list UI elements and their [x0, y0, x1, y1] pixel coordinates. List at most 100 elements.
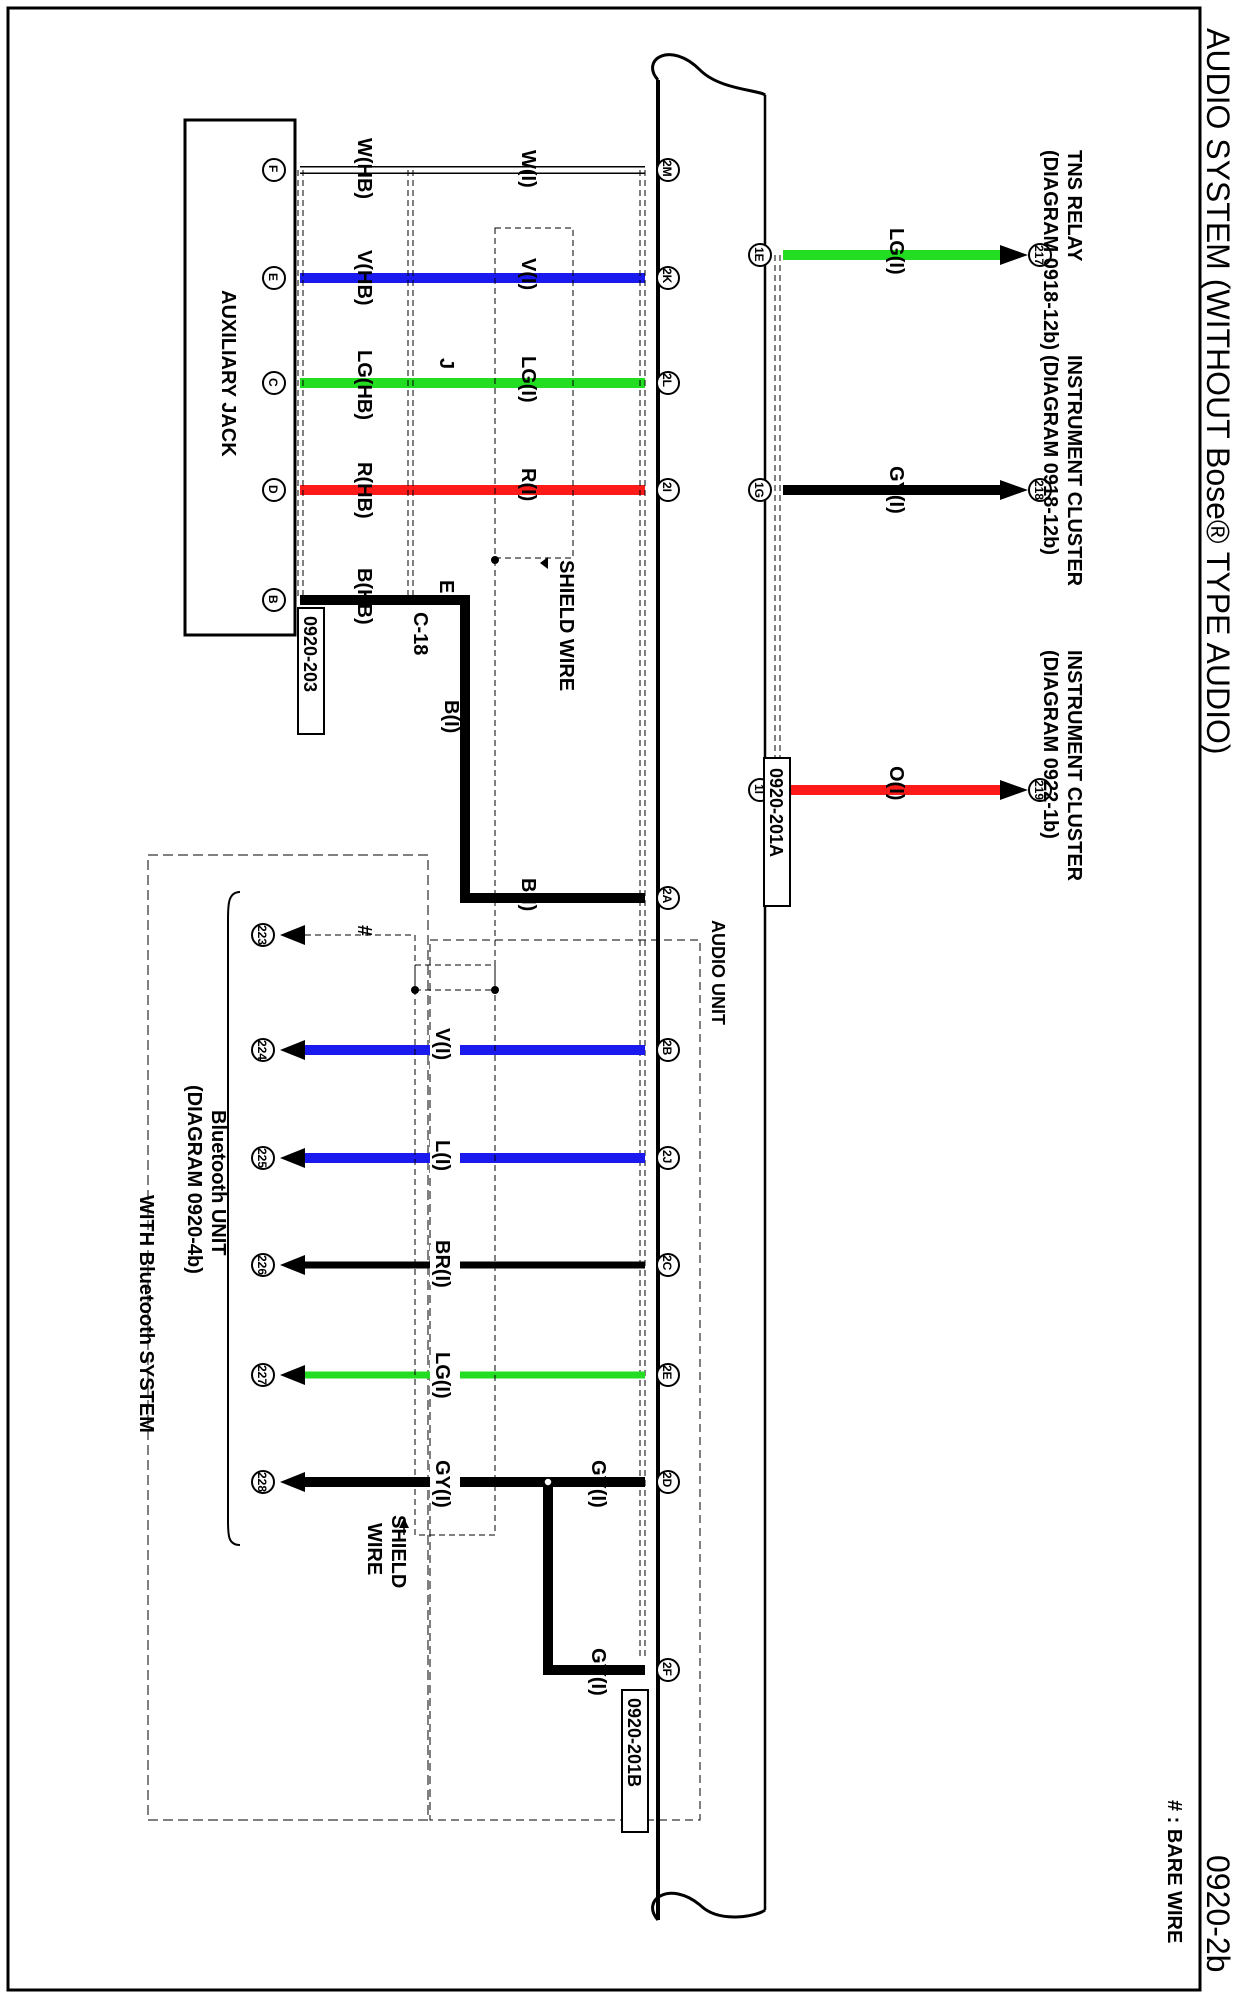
- gap-2d: [430, 1462, 460, 1502]
- connector-201b-box: [621, 1689, 649, 1833]
- ref-217-diagram: (DIAGRAM 0918-12b): [1039, 150, 1061, 350]
- pin-2f: [656, 1658, 680, 1682]
- wire-label-v-2k: V(I): [517, 258, 539, 290]
- pin-2k: [656, 266, 680, 290]
- wire-label-gy-bt: GY(I): [431, 1460, 453, 1508]
- connector-203-box: [297, 607, 325, 735]
- shield-junction-top: [491, 556, 499, 564]
- gap-2b: [430, 1030, 460, 1070]
- bare-mark: #: [353, 925, 375, 936]
- ref-218-name: INSTRUMENT CLUSTER: [1063, 355, 1085, 587]
- shield-wire-top-label: SHIELD WIRE: [555, 560, 577, 691]
- shield-wire-box-top: [494, 227, 574, 559]
- pin-1g: [748, 478, 772, 502]
- pin-2i-label: 2I: [660, 482, 674, 492]
- pin-2a: [656, 886, 680, 910]
- wire-label-v-hb: V(HB): [353, 250, 375, 306]
- ref-pin-219: [1028, 778, 1052, 802]
- jack-pin-d: [262, 478, 286, 502]
- bus-top-wave: [651, 53, 767, 97]
- pin-2m: [656, 158, 680, 182]
- bt-pin-224: [251, 1038, 275, 1062]
- shield-wire-bottom-label-2: WIRE: [363, 1523, 385, 1575]
- page-code: 0920-2b: [1200, 1855, 1236, 1972]
- shield-wire-bottom-label-1: SHIELD: [387, 1515, 409, 1588]
- bt-pin-226: [251, 1253, 275, 1277]
- arrow-217-icon: [1000, 245, 1028, 265]
- pin-1e: [748, 243, 772, 267]
- wire-label-lg-hb: LG(HB): [353, 350, 375, 420]
- pin-2j-label: 2J: [660, 1150, 674, 1163]
- pin-2c-label: 2C: [660, 1255, 674, 1271]
- wire-label-br-2c: BR(I): [431, 1240, 453, 1288]
- arrow-227-icon: [280, 1365, 305, 1385]
- connector-201a-box: [763, 757, 791, 907]
- wire-label-lg-1e: LG(I): [885, 228, 907, 275]
- arrow-223-icon: [280, 925, 305, 945]
- ref-219-diagram: (DIAGRAM 0922-1b): [1039, 650, 1061, 839]
- wire-label-l-2j: L(I): [431, 1140, 453, 1171]
- jack-pin-e-label: E: [266, 273, 280, 281]
- connector-201b-label: 0920-201B: [624, 1698, 644, 1787]
- page-border: [6, 6, 1202, 1992]
- arrow-228-icon: [280, 1472, 305, 1492]
- bluetooth-unit-name: Bluetooth UNIT: [207, 1110, 229, 1256]
- pin-2l-label: 2L: [660, 373, 674, 387]
- bt-pin-224-label: 224: [255, 1040, 269, 1060]
- wire-label-gy-1g: GY(I): [885, 466, 907, 514]
- wire-label-w-hb: W(HB): [353, 138, 375, 199]
- shield-wire-box-bottom: [414, 964, 496, 1536]
- connector-201a-label: 0920-201A: [766, 768, 786, 857]
- bare-wire-note: # : BARE WIRE: [1163, 1800, 1185, 1943]
- bt-pin-223: [251, 923, 275, 947]
- arrow-218-icon: [1000, 480, 1028, 500]
- shield-arrow-top-icon: [540, 557, 548, 569]
- pin-2b: [656, 1038, 680, 1062]
- pin-2j: [656, 1146, 680, 1170]
- wire-label-b-hb: B(HB): [353, 568, 375, 625]
- arrow-224-icon: [280, 1040, 305, 1060]
- ref-pin-217: [1028, 243, 1052, 267]
- pin-2a-label: 2A: [660, 888, 674, 904]
- pin-2f-label: 2F: [660, 1662, 674, 1676]
- bus-bottom-wave: [651, 1891, 767, 1922]
- auxiliary-jack-label: AUXILIARY JACK: [217, 290, 239, 457]
- pin-2b-label: 2B: [660, 1040, 674, 1056]
- wire-gy-2f: [543, 1482, 645, 1675]
- ref-pin-218: [1028, 478, 1052, 502]
- bt-pin-226-label: 226: [255, 1255, 269, 1275]
- ref-pin-218-label: 218: [1032, 480, 1046, 500]
- wire-b-2a: [300, 595, 645, 903]
- shield-arrow-bottom-icon: [399, 1518, 409, 1528]
- wire-label-b-mid: B(I): [440, 700, 462, 733]
- pin-2e: [656, 1363, 680, 1387]
- bt-pin-228-label: 228: [255, 1472, 269, 1492]
- gap-2c: [430, 1245, 460, 1285]
- page-title: AUDIO SYSTEM (WITHOUT Bose® TYPE AUDIO): [1200, 28, 1236, 755]
- junction-j-label: J: [435, 358, 457, 369]
- gap-2j: [430, 1138, 460, 1178]
- bt-pin-227-label: 227: [255, 1365, 269, 1385]
- bluetooth-unit-bracket: [227, 891, 241, 1546]
- wire-label-b-2a: B(I): [517, 878, 539, 911]
- pin-2k-label: 2K: [660, 268, 674, 284]
- connector-203-label: 0920-203: [300, 616, 320, 692]
- jack-pin-c: [262, 371, 286, 395]
- gy-splice: [543, 1477, 553, 1487]
- ref-217-name: TNS RELAY: [1063, 150, 1085, 262]
- pin-2m-label: 2M: [660, 160, 674, 177]
- gap-2e: [430, 1355, 460, 1395]
- pin-2l: [656, 371, 680, 395]
- with-bluetooth-label: WITH Bluetooth SYSTEM: [135, 1195, 157, 1433]
- jack-pin-b: [262, 588, 286, 612]
- ref-pin-219-label: 219: [1032, 780, 1046, 800]
- pin-1g-label: 1G: [752, 482, 766, 498]
- ref-pin-217-label: 217: [1032, 245, 1046, 265]
- wire-label-gy-2d: GY(I): [587, 1460, 609, 1508]
- ref-218-diagram: (DIAGRAM 0918-12b): [1039, 355, 1061, 555]
- arrow-219-icon: [1000, 780, 1028, 800]
- bt-pin-225-label: 225: [255, 1148, 269, 1168]
- junction-e-label: E: [435, 580, 457, 593]
